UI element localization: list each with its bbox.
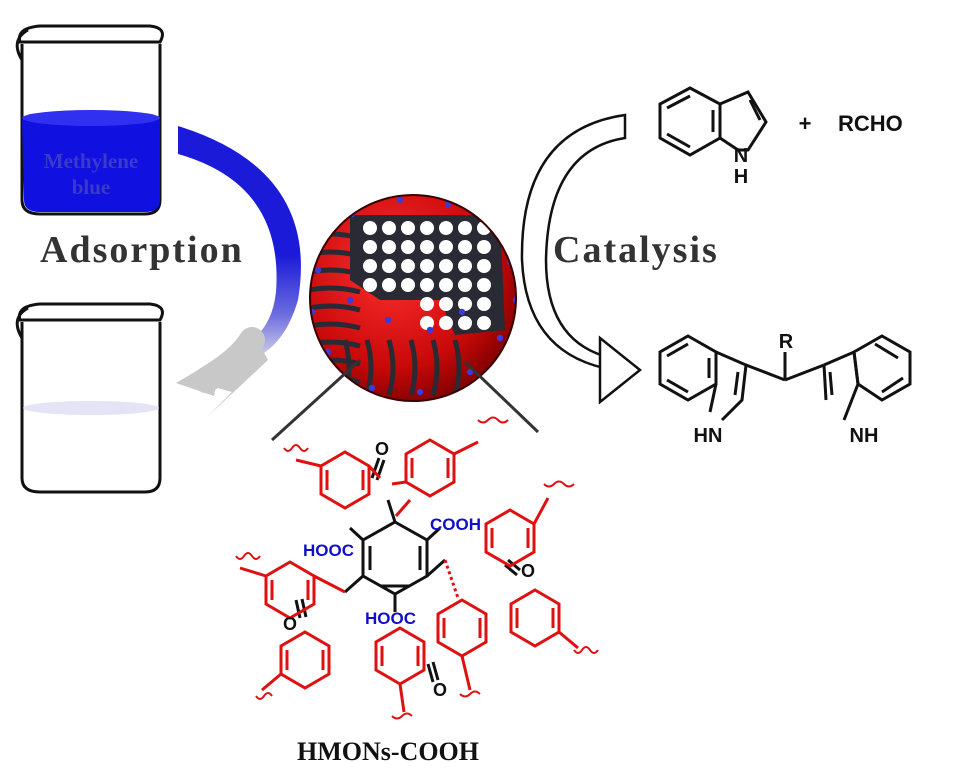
beaker-empty <box>15 302 164 494</box>
material-label: HMONs-COOH <box>297 737 479 766</box>
aldehyde-label: RCHO <box>838 111 903 136</box>
adsorption-arrow <box>176 126 301 418</box>
hmons-sphere <box>309 194 517 402</box>
pore <box>458 221 472 235</box>
pore <box>420 240 434 254</box>
pore <box>439 221 453 235</box>
pore <box>401 221 415 235</box>
pore <box>458 316 472 330</box>
pore-channel <box>408 339 418 396</box>
pore <box>363 240 377 254</box>
adsorption-label: Adsorption <box>40 229 244 271</box>
pore <box>458 259 472 273</box>
dye-molecule-dot <box>346 296 354 304</box>
pore <box>382 221 396 235</box>
dye-molecule-dot <box>368 384 376 392</box>
pore <box>439 278 453 292</box>
pore <box>420 221 434 235</box>
pore <box>439 259 453 273</box>
pore <box>439 316 453 330</box>
pore-channel <box>386 339 396 396</box>
pore-channel <box>310 249 361 259</box>
polymer-network <box>235 416 599 720</box>
pore-channel <box>310 321 361 331</box>
pore <box>477 278 491 292</box>
indole-molecule <box>658 86 768 157</box>
pore <box>401 259 415 273</box>
pore <box>477 240 491 254</box>
catalysis-label: Catalysis <box>553 229 719 271</box>
oxygen-label-top: O <box>375 439 389 459</box>
dye-molecule-dot <box>426 326 434 334</box>
pore <box>382 240 396 254</box>
dye-molecule-dot <box>384 316 392 324</box>
pore <box>477 297 491 311</box>
pore <box>382 259 396 273</box>
dye-molecule-dot <box>496 334 504 342</box>
pore <box>363 278 377 292</box>
dye-molecule-dot <box>396 196 404 204</box>
dye-molecule-dot <box>458 308 466 316</box>
pore-channel <box>310 267 361 277</box>
product-nh-label: NH <box>850 425 879 447</box>
dye-molecule-dot <box>314 266 322 274</box>
dye-molecule-dot <box>416 388 424 396</box>
plus-sign: + <box>799 111 812 136</box>
pore-channel <box>430 339 440 396</box>
product-hn-label: HN <box>694 425 723 447</box>
dye-molecule-dot <box>492 222 500 230</box>
zoom-line-left <box>270 358 362 442</box>
indole-n-label: N <box>734 145 748 167</box>
pore <box>458 297 472 311</box>
beaker-full: Methylene blue <box>15 24 164 216</box>
pore <box>382 278 396 292</box>
hooc-left-label: HOOC <box>303 541 354 560</box>
pore <box>477 259 491 273</box>
oxygen-label-bottom: O <box>433 680 447 700</box>
indole-h-label: H <box>734 166 748 188</box>
pore <box>439 240 453 254</box>
oxygen-label-left: O <box>283 614 297 634</box>
pore <box>458 240 472 254</box>
hooc-bottom-label: HOOC <box>365 609 416 628</box>
pore <box>401 278 415 292</box>
pore-channel <box>310 285 361 295</box>
pore <box>439 297 453 311</box>
pore <box>420 316 434 330</box>
pore <box>420 278 434 292</box>
dye-label-line1: Methylene <box>44 149 138 173</box>
pore <box>420 297 434 311</box>
pore <box>477 316 491 330</box>
pore <box>401 240 415 254</box>
zoom-line-right <box>463 360 540 434</box>
pore-channel <box>310 339 361 349</box>
cooh-top-label: COOH <box>430 515 481 534</box>
pore <box>420 259 434 273</box>
pore <box>363 221 377 235</box>
pore <box>458 278 472 292</box>
bis-indolylmethane-molecule <box>658 334 912 422</box>
pore <box>363 259 377 273</box>
oxygen-label-right: O <box>521 561 535 581</box>
pore-channel <box>310 303 361 313</box>
dye-label-line2: blue <box>72 175 111 199</box>
catalysis-arrow <box>520 113 643 405</box>
product-r-label: R <box>779 331 794 353</box>
